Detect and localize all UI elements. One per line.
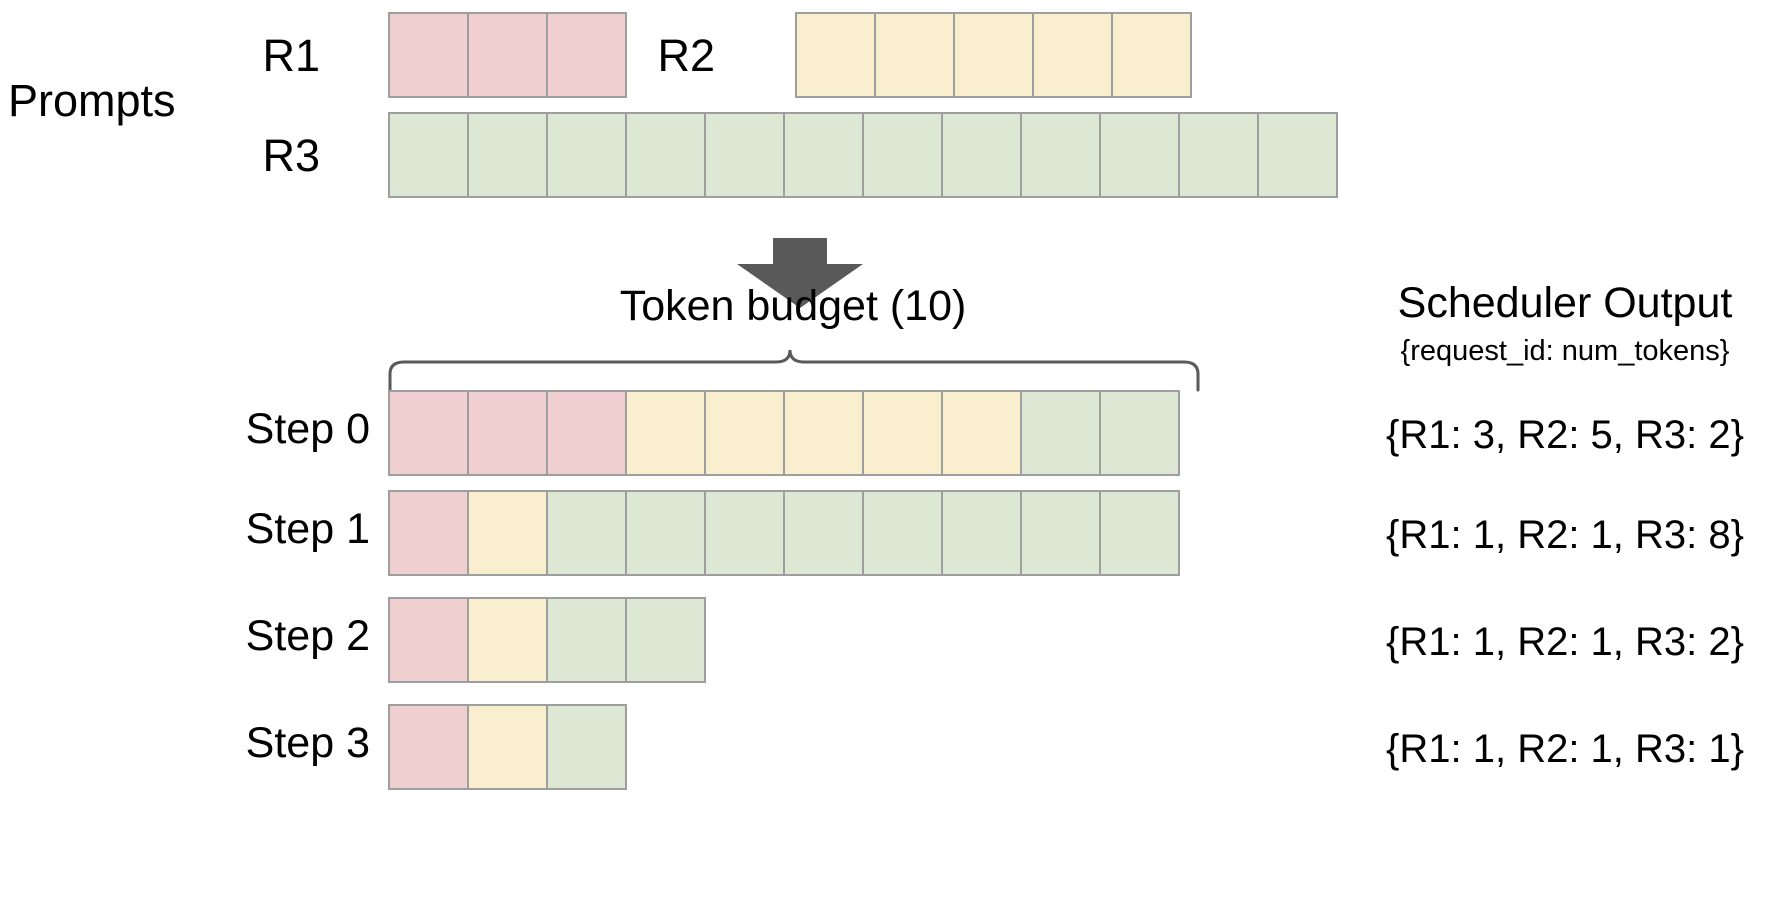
token-cell (388, 490, 469, 576)
token-cell (862, 490, 943, 576)
scheduler-output-step-3: {R1: 1, R2: 1, R3: 1} (1386, 727, 1744, 771)
token-cell (1099, 390, 1180, 476)
prompt-row-r2 (795, 12, 1192, 98)
token-cell (941, 390, 1022, 476)
token-cell (1111, 12, 1192, 98)
token-cell (1257, 112, 1338, 198)
step-label-0: Step 0 (245, 405, 370, 453)
down-arrow-icon (735, 238, 865, 313)
prompt-row-r3 (388, 112, 1338, 198)
token-cell (467, 490, 548, 576)
token-cell (953, 12, 1034, 98)
token-cell (783, 390, 864, 476)
token-cell (1020, 390, 1101, 476)
token-cell (1099, 112, 1180, 198)
token-cell (941, 112, 1022, 198)
token-cell (625, 390, 706, 476)
prompts-section-label: Prompts (8, 75, 176, 126)
token-cell (862, 112, 943, 198)
token-cell (625, 490, 706, 576)
token-cell (1099, 490, 1180, 576)
token-cell (783, 112, 864, 198)
scheduler-output-step-0: {R1: 3, R2: 5, R3: 2} (1386, 413, 1744, 457)
token-cell (1020, 112, 1101, 198)
token-cell (1020, 490, 1101, 576)
token-cell (704, 390, 785, 476)
scheduler-output-title: Scheduler Output (1397, 279, 1733, 327)
token-cell (795, 12, 876, 98)
step-label-1: Step 1 (245, 505, 370, 553)
step-label-2: Step 2 (245, 612, 370, 660)
token-cell (625, 112, 706, 198)
step-row-1 (388, 490, 1180, 576)
token-cell (862, 390, 943, 476)
token-cell (467, 112, 548, 198)
token-cell (546, 704, 627, 790)
token-cell (704, 490, 785, 576)
token-cell (546, 490, 627, 576)
token-cell (546, 597, 627, 683)
token-cell (783, 490, 864, 576)
scheduler-output-subtitle: {request_id: num_tokens} (1400, 335, 1730, 367)
token-cell (1178, 112, 1259, 198)
token-cell (388, 704, 469, 790)
token-cell (625, 597, 706, 683)
prompt-label-r1: R1 (262, 30, 320, 81)
token-cell (388, 597, 469, 683)
prompt-row-r1 (388, 12, 627, 98)
token-cell (467, 390, 548, 476)
token-cell (467, 597, 548, 683)
step-row-0 (388, 390, 1180, 476)
token-budget-label: Token budget (10) (619, 282, 967, 330)
token-cell (467, 12, 548, 98)
step-row-3 (388, 704, 627, 790)
prompt-label-r2: R2 (657, 30, 715, 81)
token-cell (546, 390, 627, 476)
token-cell (388, 112, 469, 198)
token-cell (546, 112, 627, 198)
token-cell (388, 12, 469, 98)
prompt-label-r3: R3 (262, 130, 320, 181)
token-cell (874, 12, 955, 98)
curly-brace-icon (388, 348, 1200, 397)
token-cell (1032, 12, 1113, 98)
step-row-2 (388, 597, 706, 683)
scheduler-output-step-2: {R1: 1, R2: 1, R3: 2} (1386, 620, 1744, 664)
token-cell (467, 704, 548, 790)
token-cell (704, 112, 785, 198)
token-cell (546, 12, 627, 98)
step-label-3: Step 3 (245, 719, 370, 767)
token-cell (941, 490, 1022, 576)
token-cell (388, 390, 469, 476)
scheduler-output-step-1: {R1: 1, R2: 1, R3: 8} (1386, 513, 1744, 557)
